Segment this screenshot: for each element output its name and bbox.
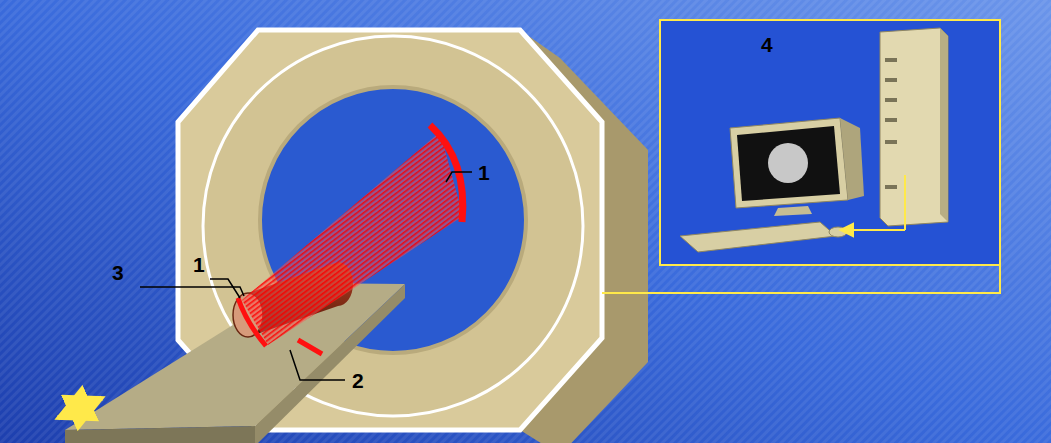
callout-number: 4 <box>761 34 773 55</box>
computer-tower-side <box>940 28 948 222</box>
monitor-side <box>840 118 864 200</box>
mouse <box>829 227 847 237</box>
ct-image <box>768 143 808 183</box>
leader-line <box>290 350 345 380</box>
keyboard <box>680 222 836 252</box>
monitor-stand <box>774 206 812 216</box>
x-ray-tube <box>238 298 266 346</box>
data-arrow <box>840 229 905 231</box>
tower-slots <box>885 58 897 189</box>
callout-number: 1 <box>193 254 205 275</box>
patient-table-front <box>65 426 255 443</box>
callout-number: 1 <box>478 162 490 183</box>
monitor-screen <box>737 126 840 201</box>
table-motion-arrow <box>58 408 80 418</box>
callout-number: 3 <box>112 262 124 283</box>
data-cable <box>904 175 906 230</box>
leader-line <box>140 287 244 296</box>
x-ray-beam <box>242 132 463 345</box>
leader-line <box>446 172 472 182</box>
patient-table-top <box>65 283 405 430</box>
computer-panel <box>660 20 1000 265</box>
monitor <box>730 118 848 208</box>
ring-segment <box>298 340 322 354</box>
table-motion-arrow <box>78 398 102 409</box>
callout-number: 2 <box>352 370 364 391</box>
leader-line <box>210 279 240 298</box>
detector-array <box>430 125 463 222</box>
computer-tower <box>880 28 948 226</box>
